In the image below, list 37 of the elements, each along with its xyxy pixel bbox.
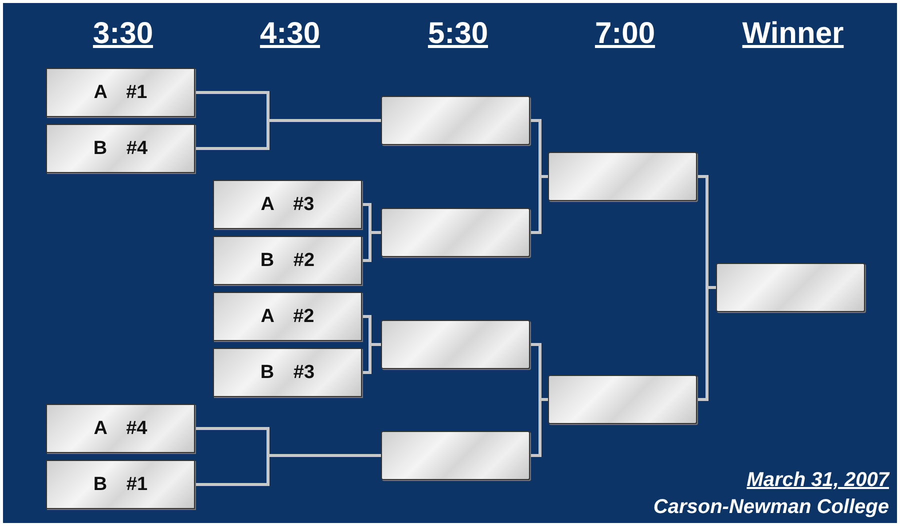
bracket-line [195,119,381,150]
round-time-header: 4:30 [258,17,322,51]
empty-slot [548,375,697,424]
empty-slot [381,431,530,480]
team-label: A #1 [94,82,148,104]
team-slot [213,236,362,285]
empty-slot [381,96,530,145]
round-time-header: Winner [741,17,845,51]
team-label: B #3 [260,362,315,384]
round-time-header: 3:30 [92,17,154,51]
team-slot [46,404,195,453]
bracket-line [362,231,381,262]
team-slot [46,68,195,117]
bracket-line [697,286,716,401]
empty-slot [381,208,530,257]
empty-slot [548,152,697,201]
bracket-line [362,343,381,374]
date-note: March 31, 2007 [746,469,889,492]
team-slot [213,348,362,397]
round-time-header: 5:30 [426,17,490,51]
round-time-header: 7:00 [594,17,656,51]
team-label: A #2 [260,306,314,328]
team-slot [213,292,362,341]
bracket-line [195,454,381,486]
team-label: B #4 [93,138,148,160]
team-slot [46,124,195,173]
bracket-line [530,398,548,457]
team-label: B #1 [93,474,148,496]
team-label: A #4 [94,418,148,440]
team-label: B #2 [260,250,315,272]
empty-slot [381,320,530,369]
venue-note: Carson-Newman College [653,496,889,519]
empty-slot [716,263,865,312]
team-slot [213,180,362,229]
team-label: A #3 [260,194,314,216]
bracket-line [530,175,548,234]
team-slot [46,460,195,509]
